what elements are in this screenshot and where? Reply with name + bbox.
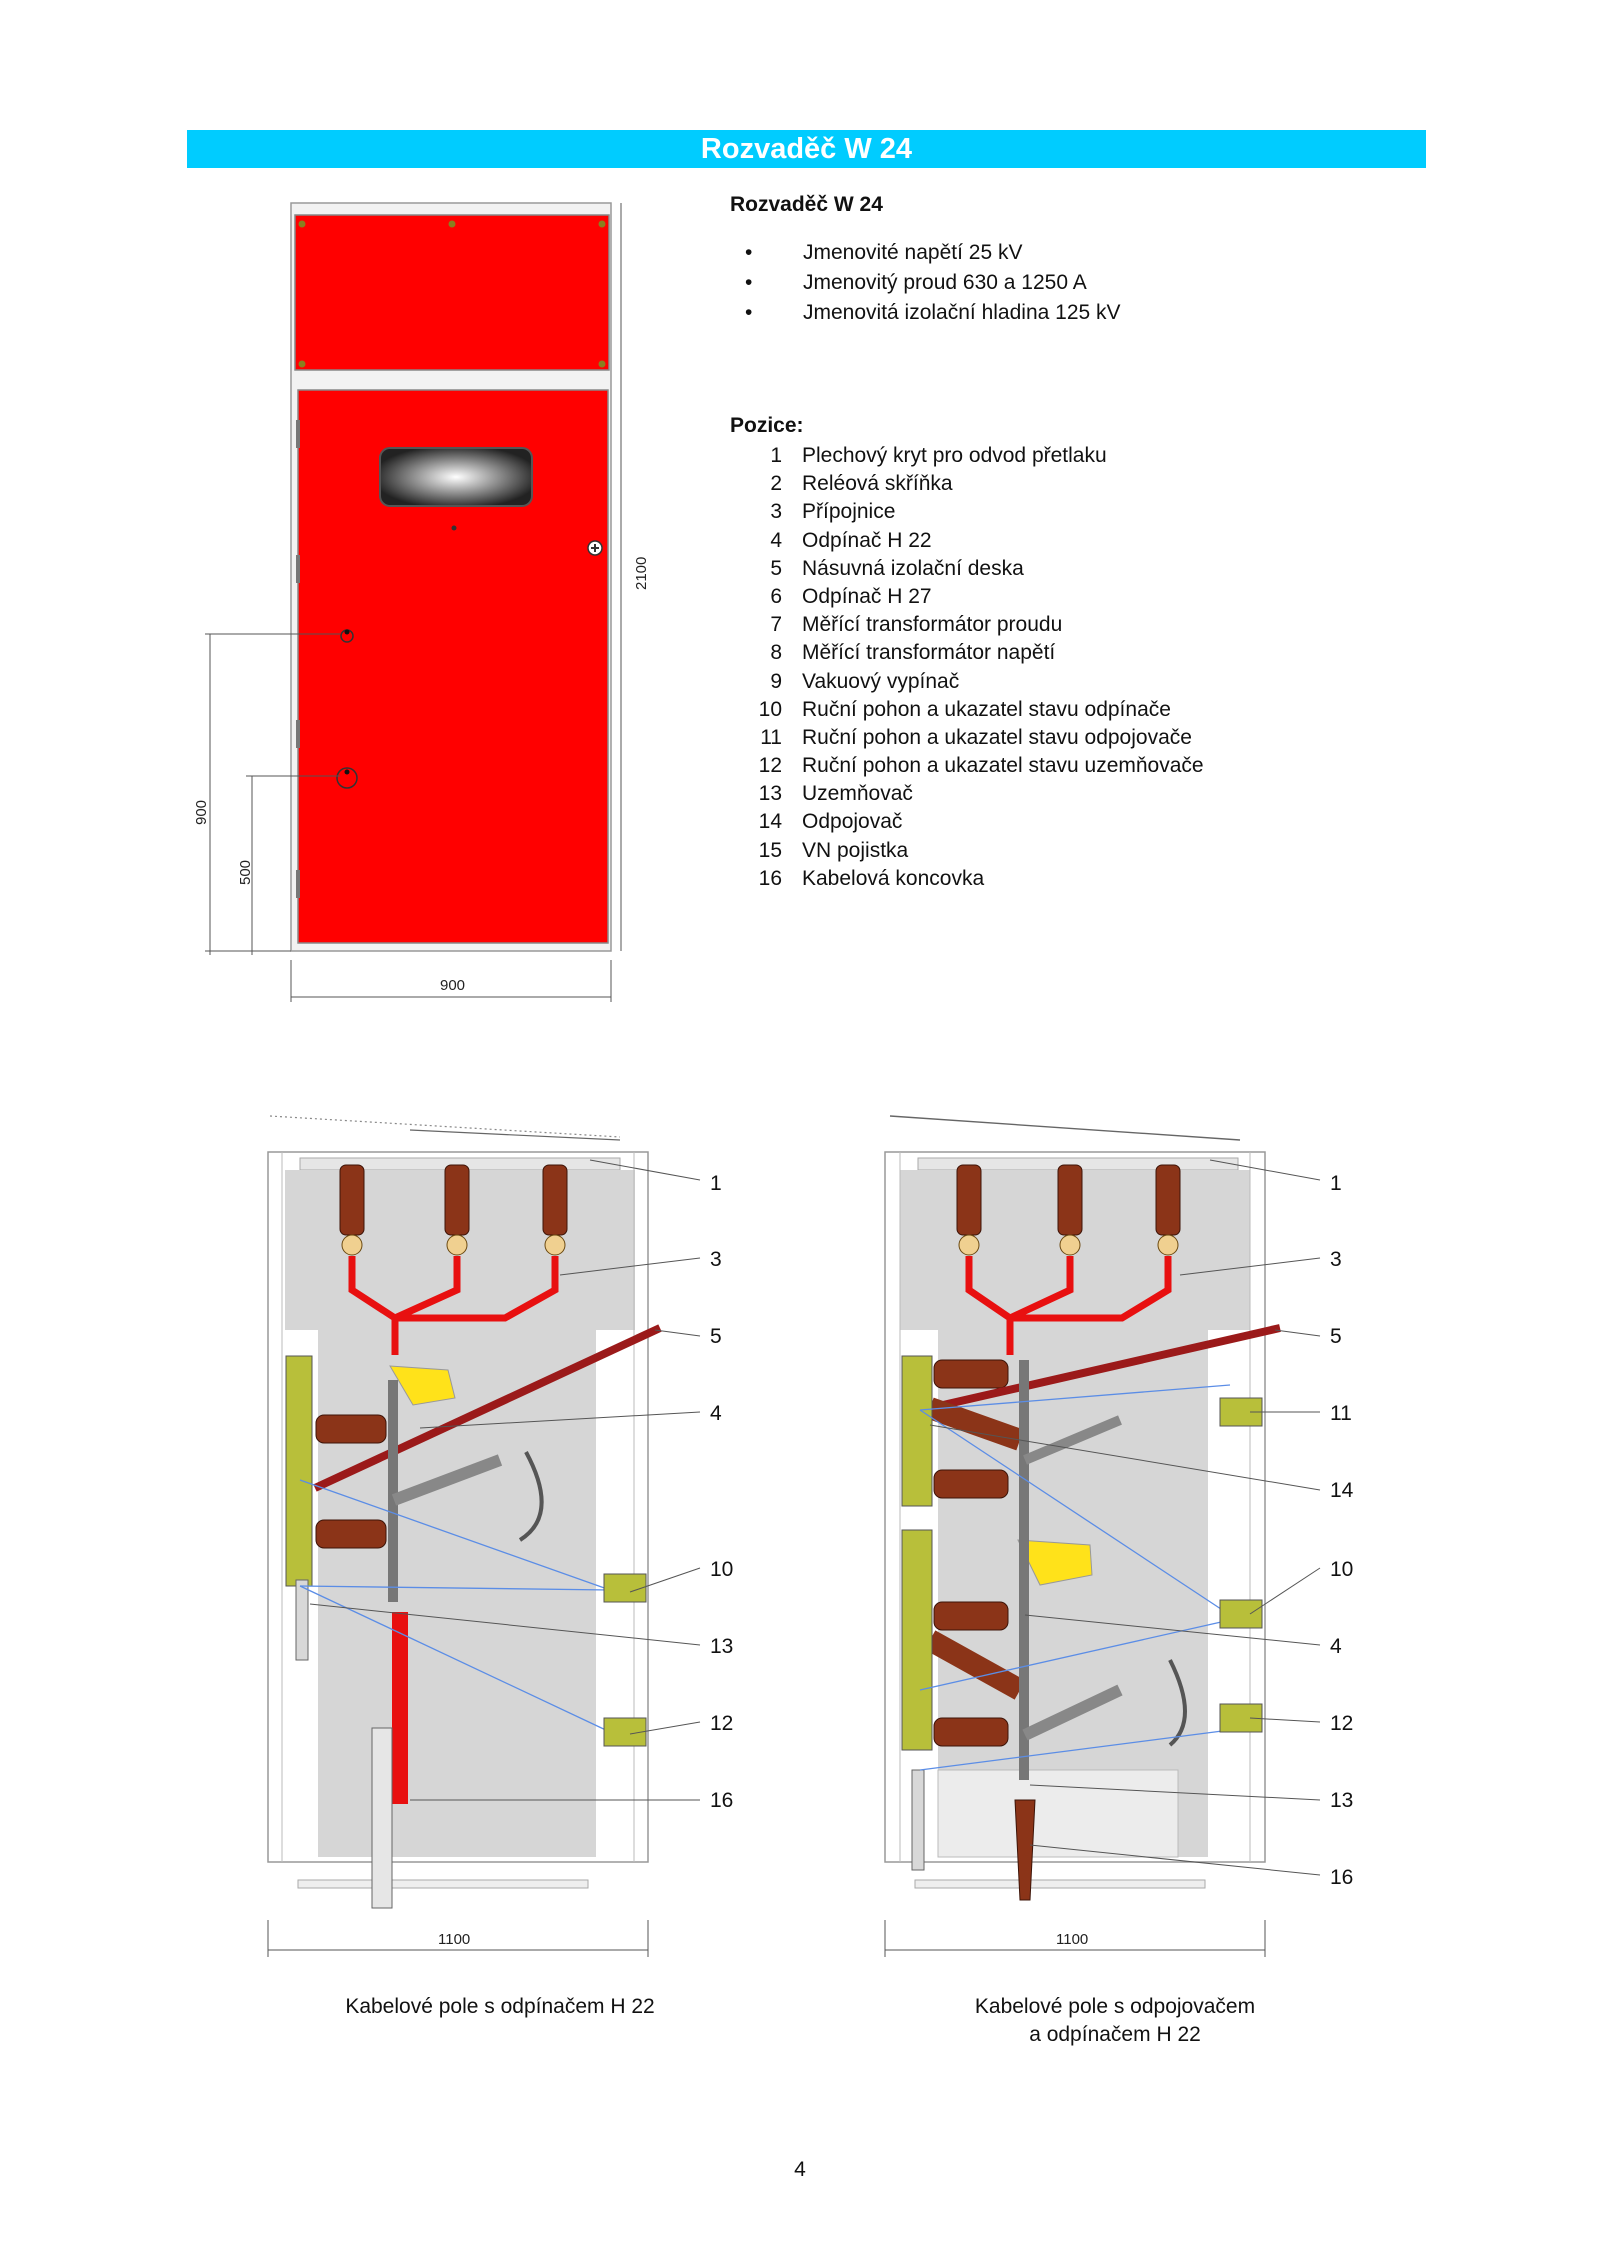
dim-2100-label: 2100 <box>633 557 650 590</box>
bullet-icon: • <box>745 241 753 264</box>
dim-900-vertical-label: 900 <box>193 800 210 825</box>
position-number: 11 <box>760 725 782 749</box>
position-number: 1 <box>770 444 782 467</box>
position-label: Uzemňovač <box>802 782 913 806</box>
position-label: VN pojistka <box>802 838 909 862</box>
right-callout-10: 10 <box>1330 1558 1353 1581</box>
position-label: Ruční pohon a ukazatel stavu uzemňovače <box>802 754 1204 778</box>
dim-width-900-label: 900 <box>440 977 465 994</box>
page-number: 4 <box>794 2158 806 2181</box>
bullet-icon: • <box>745 271 753 294</box>
position-label: Ruční pohon a ukazatel stavu odpínače <box>802 697 1171 721</box>
right-callout-14: 14 <box>1330 1479 1354 1502</box>
position-label: Měřící transformátor proudu <box>802 613 1063 637</box>
left-callout-12: 12 <box>710 1712 733 1735</box>
position-number: 16 <box>758 866 782 890</box>
position-number: 7 <box>770 613 782 637</box>
bullet-icon: • <box>745 301 753 324</box>
right-callout-12: 12 <box>1330 1712 1353 1735</box>
left-diagram-caption: Kabelové pole s odpínačem H 22 <box>345 1995 655 2018</box>
left-callout-10: 10 <box>710 1558 733 1581</box>
position-label: Odpínač H 27 <box>802 584 932 608</box>
right-callout-13: 13 <box>1330 1789 1353 1812</box>
left-callout-5: 5 <box>710 1325 722 1348</box>
position-label: Odpínač H 22 <box>802 528 932 552</box>
position-number: 10 <box>758 697 782 721</box>
position-label: Měřící transformátor napětí <box>802 641 1056 665</box>
right-section-diagram: 1100 1 3 5 11 14 10 4 12 13 16 <box>884 1115 1354 1957</box>
positions-heading: Pozice: <box>730 414 804 437</box>
position-number: 6 <box>770 584 782 608</box>
spec-item: •Jmenovité napětí 25 kV <box>745 238 1121 268</box>
intro-heading: Rozvaděč W 24 <box>730 193 883 216</box>
right-callout-11: 11 <box>1330 1402 1352 1425</box>
left-callout-4: 4 <box>710 1402 722 1425</box>
position-label: Vakuový vypínač <box>802 669 960 693</box>
right-callout-5: 5 <box>1330 1325 1342 1348</box>
position-label: Ruční pohon a ukazatel stavu odpojovače <box>802 725 1192 749</box>
position-label: Plechový kryt pro odvod přetlaku <box>802 444 1107 467</box>
position-number: 14 <box>758 810 782 834</box>
left-dim-1100-label: 1100 <box>438 1931 470 1948</box>
left-insulators <box>315 1164 568 1549</box>
position-label: Přípojnice <box>802 500 896 524</box>
right-callout-1: 1 <box>1330 1172 1342 1195</box>
left-callout-3: 3 <box>710 1248 722 1271</box>
right-callout-4: 4 <box>1330 1635 1342 1658</box>
left-callout-13: 13 <box>710 1635 733 1658</box>
position-number: 8 <box>770 641 782 665</box>
banner-title: Rozvaděč W 24 <box>700 133 913 165</box>
left-section-diagram: 1100 1 3 5 4 10 13 12 16 <box>267 1115 733 1957</box>
position-number: 15 <box>758 838 782 862</box>
right-caption-line-2: a odpínačem H 22 <box>1029 2023 1201 2046</box>
right-caption-line-1: Kabelové pole s odpojovačem <box>974 1995 1256 2018</box>
position-label: Reléová skříňka <box>802 472 953 496</box>
spec-item: •Jmenovitá izolační hladina 125 kV <box>745 298 1121 328</box>
position-label: Odpojovač <box>802 810 903 834</box>
right-callout-16: 16 <box>1330 1866 1353 1889</box>
right-callout-3: 3 <box>1330 1248 1342 1271</box>
right-dim-1100-label: 1100 <box>1056 1931 1088 1948</box>
position-number: 2 <box>770 472 782 496</box>
position-label: Násuvná izolační deska <box>802 556 1024 580</box>
left-callout-16: 16 <box>710 1789 733 1812</box>
title-banner: Rozvaděč W 24 <box>187 130 1426 168</box>
position-number: 13 <box>758 782 782 806</box>
position-number: 3 <box>770 500 782 524</box>
position-number: 12 <box>758 754 782 778</box>
position-number: 4 <box>770 528 782 552</box>
position-number: 9 <box>770 669 782 693</box>
position-label: Kabelová koncovka <box>802 866 985 890</box>
position-number: 5 <box>770 556 782 580</box>
spec-item: •Jmenovitý proud 630 a 1250 A <box>745 268 1121 298</box>
front-view-drawing: 2100 900 500 900 <box>193 202 650 1002</box>
right-diagram-caption: Kabelové pole s odpojovačem a odpínačem … <box>900 1993 1330 2049</box>
left-callout-1: 1 <box>710 1172 722 1195</box>
spec-list: •Jmenovité napětí 25 kV •Jmenovitý proud… <box>745 238 1121 328</box>
dim-500-label: 500 <box>237 860 254 885</box>
